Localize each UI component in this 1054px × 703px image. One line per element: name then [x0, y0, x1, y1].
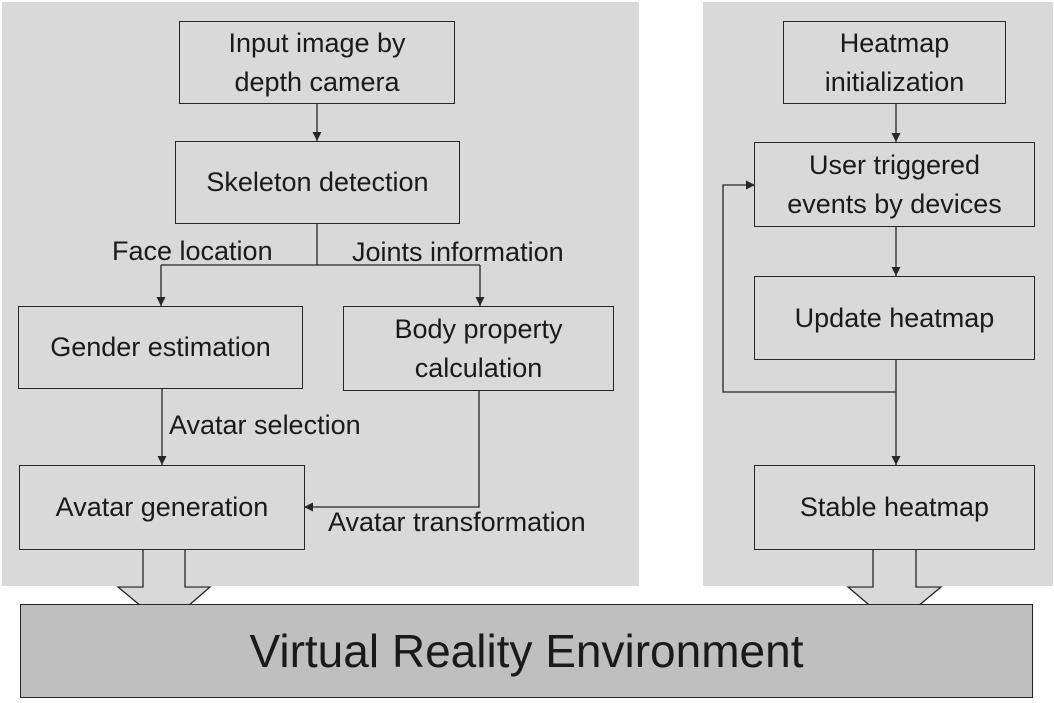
- edge-avatar-transformation: [304, 390, 480, 512]
- avatar-generation-node: Avatar generation: [19, 465, 305, 550]
- body-property-node: Body property calculation: [343, 306, 614, 391]
- skeleton-detection-node: Skeleton detection: [175, 141, 460, 224]
- face-location-label: Face location: [112, 236, 273, 266]
- gender-estimation-node: Gender estimation: [18, 306, 303, 389]
- stable-heatmap-node: Stable heatmap: [754, 465, 1035, 550]
- user-triggered-events-node: User triggered events by devices: [754, 142, 1035, 227]
- avatar-selection-label: Avatar selection: [169, 410, 361, 440]
- update-heatmap-node: Update heatmap: [754, 276, 1035, 360]
- edge-update-loop: [722, 180, 897, 393]
- input-image-node: Input image by depth camera: [179, 21, 455, 104]
- virtual-reality-environment-box: Virtual Reality Environment: [20, 604, 1033, 698]
- avatar-transformation-label: Avatar transformation: [328, 507, 586, 537]
- heatmap-initialization-node: Heatmap initialization: [783, 21, 1006, 104]
- edge-skeleton-split: [161, 223, 480, 266]
- joints-information-label: Joints information: [352, 237, 564, 267]
